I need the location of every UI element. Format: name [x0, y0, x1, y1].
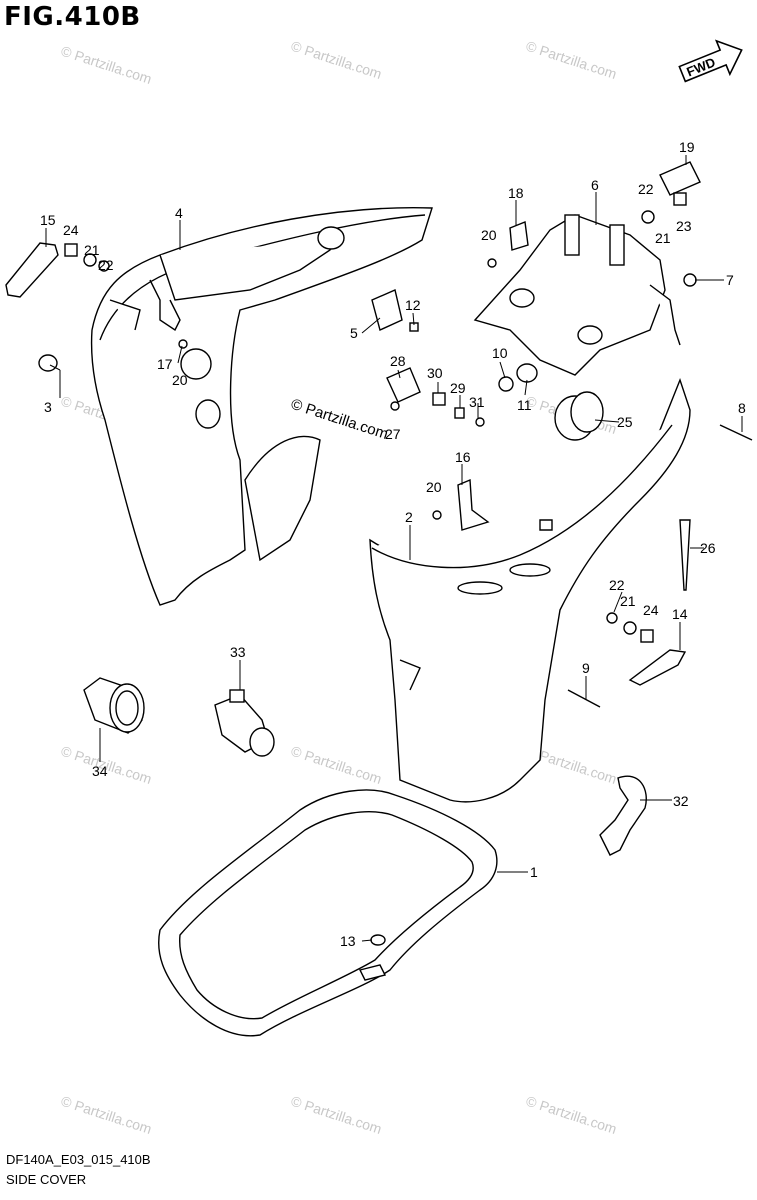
callout-22-a: 22 — [638, 181, 654, 197]
callout-26: 26 — [700, 540, 716, 556]
handle-15-part — [5, 242, 59, 298]
callout-19: 19 — [679, 139, 695, 155]
clip-32-part — [599, 775, 647, 856]
callout-24-b: 24 — [643, 602, 659, 618]
callout-12: 12 — [405, 297, 421, 313]
figure-code: DF140A_E03_015_410B — [6, 1152, 151, 1167]
callout-21-b: 21 — [84, 242, 100, 258]
callout-11: 11 — [517, 397, 532, 413]
seal-frame-part — [158, 789, 498, 1037]
watermark: © Partzilla.com — [59, 43, 154, 87]
callout-4: 4 — [175, 205, 183, 221]
callout-14: 14 — [672, 606, 688, 622]
callout-29: 29 — [450, 380, 466, 396]
callout-17: 17 — [157, 356, 173, 372]
callout-16: 16 — [455, 449, 471, 465]
callout-5: 5 — [350, 325, 358, 341]
fwd-arrow-icon: FWD — [678, 39, 743, 83]
callout-18: 18 — [508, 185, 524, 201]
callout-33: 33 — [230, 644, 246, 660]
callout-7: 7 — [726, 272, 734, 288]
watermark: © Partzilla.com — [59, 1093, 154, 1137]
watermark: © Partzilla.com — [289, 38, 384, 82]
callout-21-c: 21 — [620, 593, 636, 609]
callout-23: 23 — [676, 218, 692, 234]
callout-31: 31 — [469, 394, 485, 410]
grommet-25-part — [554, 391, 604, 441]
callout-21-a: 21 — [655, 230, 671, 246]
callout-6: 6 — [591, 177, 599, 193]
callout-27: 27 — [385, 426, 401, 442]
callout-34: 34 — [92, 763, 108, 779]
watermark: © Partzilla.com — [524, 38, 619, 82]
callout-15: 15 — [40, 212, 56, 228]
figure-name: SIDE COVER — [6, 1172, 87, 1187]
small-fasteners — [38, 161, 753, 946]
figure-title: FIG.410B — [4, 2, 141, 32]
grommet-34-part — [83, 677, 145, 734]
upper-bracket-part — [473, 214, 681, 376]
callout-8: 8 — [738, 400, 746, 416]
callout-28: 28 — [390, 353, 406, 369]
callout-32: 32 — [673, 793, 689, 809]
leader-lines — [45, 155, 743, 942]
callout-25: 25 — [617, 414, 633, 430]
callout-22-b: 22 — [98, 257, 114, 273]
callout-20-a: 20 — [481, 227, 497, 243]
callout-20-b: 20 — [172, 372, 188, 388]
callout-10: 10 — [492, 345, 508, 361]
grommet-33-part — [214, 689, 275, 757]
callout-13: 13 — [340, 933, 356, 949]
callout-24-a: 24 — [63, 222, 79, 238]
callout-2: 2 — [405, 509, 413, 525]
watermark: © Partzilla.com — [524, 1093, 619, 1137]
watermark: © Partzilla.com — [289, 1093, 384, 1137]
callout-9: 9 — [582, 660, 590, 676]
callout-30: 30 — [427, 365, 443, 381]
callout-3: 3 — [44, 399, 52, 415]
callout-20-c: 20 — [426, 479, 442, 495]
handle-14-part — [628, 649, 687, 686]
callout-labels: 1 2 3 4 5 6 7 8 9 10 11 12 13 14 15 16 1… — [40, 139, 746, 949]
right-side-cover-part — [369, 377, 691, 803]
callout-1: 1 — [530, 864, 538, 880]
callout-22-c: 22 — [609, 577, 625, 593]
watermark: © Partzilla.com — [289, 743, 384, 787]
left-side-cover-part — [90, 207, 433, 606]
